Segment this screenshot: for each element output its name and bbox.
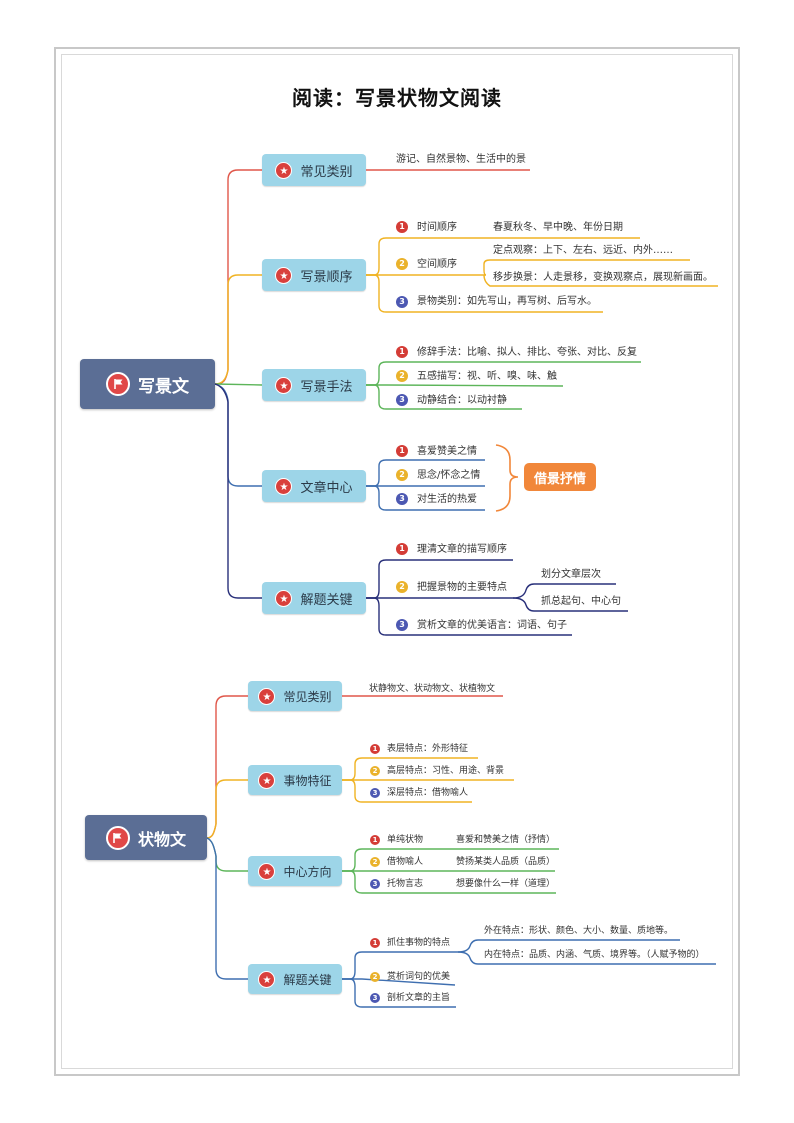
- branch-solving-keys: ★ 解题关键: [262, 582, 366, 614]
- star-icon: ★: [275, 161, 293, 179]
- branch-label: 解题关键: [283, 972, 332, 987]
- leaf-space-order: 空间顺序: [417, 259, 457, 270]
- leaf-analyze-theme: 剖析文章的主旨: [387, 993, 451, 1003]
- page-border-outer: [54, 47, 740, 1076]
- number-2-badge: 2: [396, 370, 408, 382]
- branch-label: 写景顺序: [300, 269, 353, 285]
- number-2-badge: 2: [370, 857, 380, 867]
- number-1-badge: 1: [370, 938, 380, 948]
- leaf-fixed-point: 定点观察：上下、左右、远近、内外……: [493, 245, 673, 256]
- branch-solving-keys: ★ 解题关键: [248, 964, 342, 994]
- leaf-motion-still: 动静结合：以动衬静: [417, 395, 507, 406]
- leaf-deep-feature: 深层特点：借物喻人: [387, 788, 469, 798]
- branch-article-center: ★ 文章中心: [262, 470, 366, 502]
- star-icon: ★: [275, 589, 293, 607]
- leaf-clarify-order: 理清文章的描写顺序: [417, 544, 507, 555]
- number-1-badge: 1: [370, 835, 380, 845]
- branch-label: 常见类别: [283, 689, 332, 704]
- leaf-time-order-detail: 春夏秋冬、早中晚、年份日期: [493, 222, 623, 233]
- leaf-appreciate-words: 赏析词句的优美: [387, 972, 451, 982]
- root-node-object: 状物文: [85, 815, 207, 860]
- star-icon: ★: [275, 266, 293, 284]
- leaf-rhetoric: 修辞手法：比喻、拟人、排比、夸张、对比、反复: [417, 347, 637, 358]
- number-1-badge: 1: [396, 543, 408, 555]
- leaf-surface-feature: 表层特点：外形特征: [387, 744, 469, 754]
- number-2-badge: 2: [396, 469, 408, 481]
- number-2-badge: 2: [396, 581, 408, 593]
- leaf-grasp-object: 抓住事物的特点: [387, 938, 451, 948]
- leaf-five-senses: 五感描写：视、听、嗅、味、触: [417, 371, 557, 382]
- leaf-inner-features: 内在特点：品质、内涵、气质、境界等。（人赋予物的）: [484, 950, 705, 960]
- page-border-inner: [61, 54, 733, 1069]
- branch-label: 解题关键: [300, 592, 353, 608]
- leaf-object-aspiration-detail: 想要像什么一样（道理）: [456, 879, 556, 889]
- leaf-outer-features: 外在特点：形状、颜色、大小、数量、质地等。: [484, 926, 674, 936]
- number-2-badge: 2: [396, 258, 408, 270]
- number-3-badge: 3: [370, 788, 380, 798]
- number-3-badge: 3: [396, 493, 408, 505]
- star-icon: ★: [258, 970, 276, 988]
- leaf-time-order: 时间顺序: [417, 222, 457, 233]
- branch-common-types: ★ 常见类别: [262, 154, 366, 186]
- star-icon: ★: [258, 862, 276, 880]
- flag-icon: [106, 372, 130, 396]
- number-2-badge: 2: [370, 766, 380, 776]
- number-1-badge: 1: [396, 445, 408, 457]
- leaf-types: 状静物文、状动物文、状植物文: [369, 684, 496, 694]
- leaf-appreciate-language: 赏析文章的优美语言：词语、句子: [417, 620, 567, 631]
- branch-common-types: ★ 常见类别: [248, 681, 342, 711]
- leaf-object-aspiration: 托物言志: [387, 879, 424, 889]
- number-3-badge: 3: [396, 296, 408, 308]
- leaf-pure-object-detail: 喜爱和赞美之情（抒情）: [456, 835, 556, 845]
- branch-scene-order: ★ 写景顺序: [262, 259, 366, 291]
- star-icon: ★: [258, 687, 276, 705]
- number-3-badge: 3: [396, 394, 408, 406]
- callout-scene-emotion: 借景抒情: [524, 463, 596, 491]
- number-1-badge: 1: [396, 346, 408, 358]
- page-title: 阅读：写景状物文阅读: [292, 86, 502, 110]
- leaf-love-life: 对生活的热爱: [417, 494, 477, 505]
- branch-label: 写景手法: [300, 379, 353, 395]
- branch-label: 中心方向: [283, 864, 332, 879]
- leaf-pure-object: 单纯状物: [387, 835, 424, 845]
- root-label: 写景文: [138, 376, 189, 397]
- root-node-landscape: 写景文: [80, 359, 215, 409]
- branch-label: 常见类别: [300, 164, 353, 180]
- leaf-missing: 思念/怀念之情: [417, 470, 481, 481]
- number-3-badge: 3: [396, 619, 408, 631]
- branch-label: 事物特征: [283, 773, 332, 788]
- leaf-higher-feature: 高层特点：习性、用途、背景: [387, 766, 505, 776]
- root-label: 状物文: [137, 829, 186, 849]
- number-1-badge: 1: [370, 744, 380, 754]
- leaf-object-person-detail: 赞扬某类人品质（品质）: [456, 857, 556, 867]
- leaf-divide-levels: 划分文章层次: [541, 569, 601, 580]
- number-1-badge: 1: [396, 221, 408, 233]
- number-2-badge: 2: [370, 972, 380, 982]
- branch-label: 文章中心: [300, 480, 353, 496]
- leaf-moving-view: 移步换景：人走景移，变换观察点，展现新画面。: [493, 272, 713, 283]
- number-3-badge: 3: [370, 879, 380, 889]
- star-icon: ★: [275, 477, 293, 495]
- leaf-topic-sentence: 抓总起句、中心句: [541, 596, 621, 607]
- star-icon: ★: [275, 376, 293, 394]
- leaf-love-praise: 喜爱赞美之情: [417, 446, 477, 457]
- branch-scene-methods: ★ 写景手法: [262, 369, 366, 401]
- leaf-grasp-features: 把握景物的主要特点: [417, 582, 507, 593]
- leaf-scene-category: 景物类别：如先写山，再写树、后写水。: [417, 296, 597, 307]
- star-icon: ★: [258, 771, 276, 789]
- flag-icon: [105, 825, 130, 850]
- leaf-object-person: 借物喻人: [387, 857, 424, 867]
- number-3-badge: 3: [370, 993, 380, 1003]
- branch-center-direction: ★ 中心方向: [248, 856, 342, 886]
- leaf-types: 游记、自然景物、生活中的景: [396, 154, 526, 165]
- branch-object-features: ★ 事物特征: [248, 765, 342, 795]
